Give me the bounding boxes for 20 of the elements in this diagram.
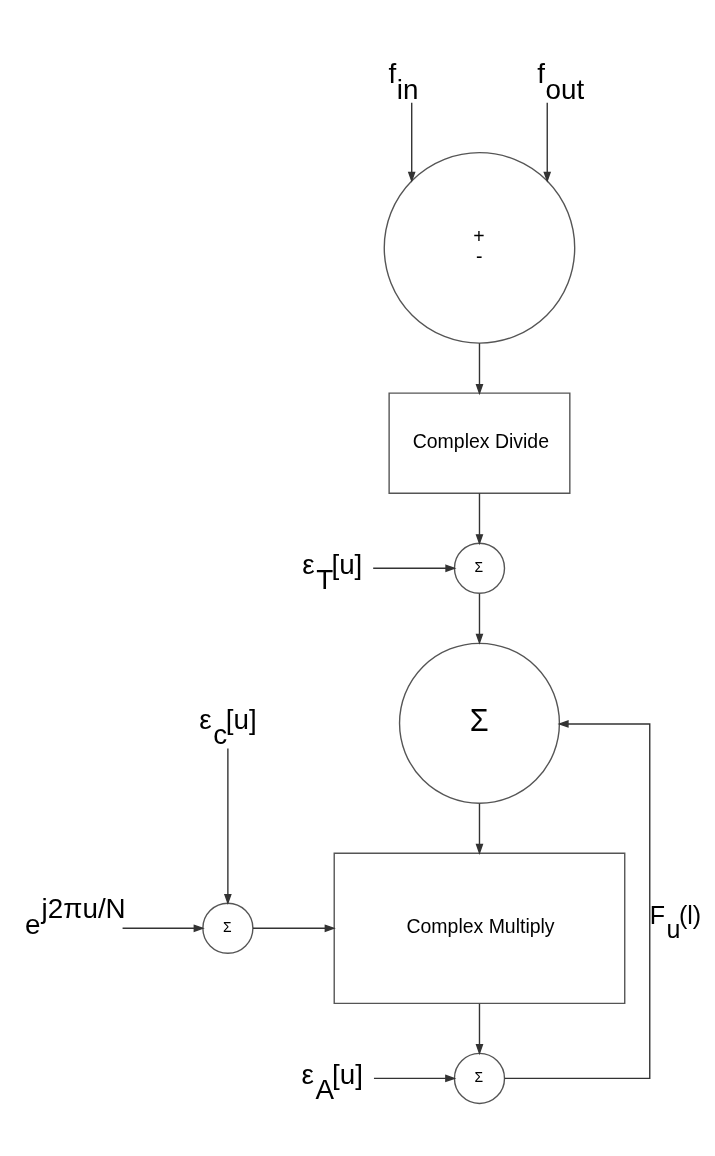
arrow [543, 102, 552, 183]
node-circle: + - [383, 151, 576, 344]
arrow [503, 720, 651, 1080]
arrow [475, 803, 484, 855]
arrow [407, 102, 416, 183]
arrow [224, 747, 232, 906]
arrow [475, 593, 484, 645]
arrow [372, 564, 457, 573]
node-circle: Σ [453, 1052, 506, 1105]
node-box: Complex Multiply [333, 852, 626, 1005]
arrow [475, 492, 484, 546]
arrow [373, 1074, 457, 1083]
arrow [475, 342, 484, 396]
node-circle: Σ [453, 542, 506, 594]
arrow [252, 924, 336, 933]
node-circle: Σ [202, 902, 254, 954]
node-circle: Σ [398, 642, 561, 804]
arrow [475, 1003, 484, 1056]
node-box: Complex Divide [388, 392, 571, 494]
arrow [121, 924, 205, 933]
